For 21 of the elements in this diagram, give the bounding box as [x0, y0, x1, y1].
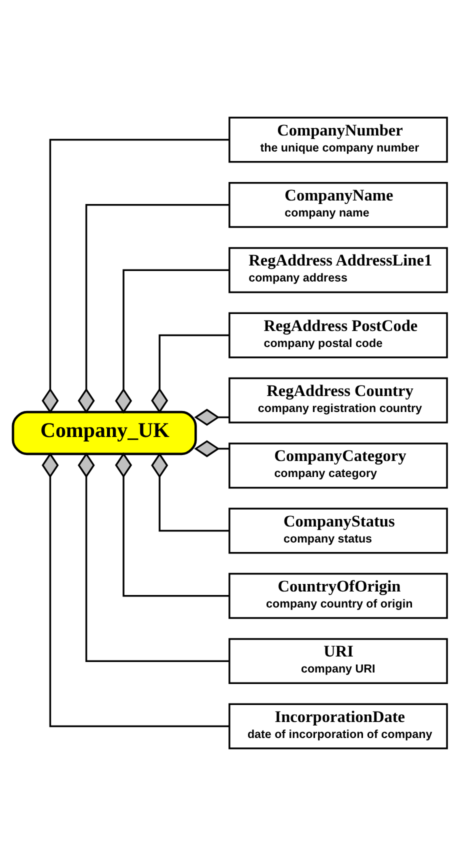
connector	[78, 204, 230, 414]
connector	[151, 452, 230, 532]
node-box: RegAddress PostCode company postal code	[228, 312, 448, 358]
connector	[151, 334, 230, 413]
connector	[42, 138, 230, 413]
connector	[194, 440, 230, 457]
node-box: RegAddress AddressLine1 company address	[228, 246, 448, 293]
node-box: CountryOfOrigin company country of origin	[228, 572, 448, 618]
node-box: CompanyNumber the unique company number	[228, 116, 448, 162]
node-box: URI company URI	[228, 638, 448, 684]
node-box: CompanyStatus company status	[228, 507, 448, 554]
connector	[78, 452, 230, 662]
node-box: CompanyName company name	[228, 181, 448, 228]
connector	[194, 408, 230, 426]
node-box: Company_UK	[12, 410, 197, 455]
node-box: RegAddress Country company registration country	[228, 376, 448, 423]
node-box: IncorporationDate date of incorporation of company	[228, 702, 448, 749]
connector	[115, 452, 230, 596]
connector	[115, 268, 230, 414]
node-box: CompanyCategory company category	[228, 442, 448, 488]
connector	[42, 452, 230, 727]
